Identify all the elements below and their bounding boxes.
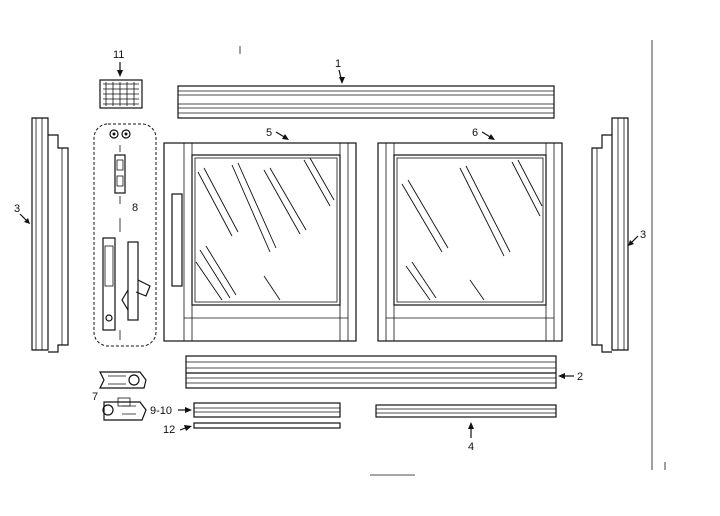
part-1-head-rail (177, 85, 555, 119)
callout-2-label: 2 (577, 371, 583, 383)
callout-4: 4 (468, 422, 474, 453)
callout-11-label: 11 (113, 49, 124, 61)
callout-6-label: 6 (472, 127, 478, 139)
callout-12: 12 (163, 424, 192, 436)
part-12-strip (193, 422, 341, 429)
callout-5-label: 5 (266, 127, 272, 139)
callout-9-10: 9-10 (150, 405, 192, 417)
part-3-left-side-jamb (31, 117, 69, 353)
callout-8-label: 8 (132, 202, 138, 214)
callout-1: 1 (335, 58, 345, 84)
callout-11: 11 (113, 49, 124, 77)
callout-7-label: 7 (92, 391, 98, 403)
part-9-10-track-strip (193, 402, 341, 418)
callout-2: 2 (558, 371, 583, 383)
callout-4-label: 4 (468, 441, 474, 453)
callout-1-label: 1 (335, 58, 341, 70)
callout-9-10-label: 9-10 (150, 405, 172, 417)
part-3-right-side-jamb (591, 117, 629, 353)
part-11-weatherstrip-block (99, 79, 143, 109)
callout-6: 6 (472, 127, 495, 140)
part-4-track (375, 404, 557, 418)
callout-8: 8 (132, 202, 138, 214)
hardware-kit-group (93, 123, 157, 347)
callout-3-right: 3 (628, 229, 646, 246)
callout-3-left-label: 3 (14, 203, 20, 215)
part-2-sill (185, 355, 557, 389)
part-7-latch-assembly (99, 371, 147, 421)
callout-3-left: 3 (14, 203, 30, 224)
part-6-right-sash (377, 142, 563, 342)
callout-5: 5 (266, 127, 289, 140)
callout-7: 7 (92, 391, 98, 403)
callout-3-right-label: 3 (640, 229, 646, 241)
part-5-left-sash (163, 142, 357, 342)
callout-12-label: 12 (163, 424, 175, 436)
